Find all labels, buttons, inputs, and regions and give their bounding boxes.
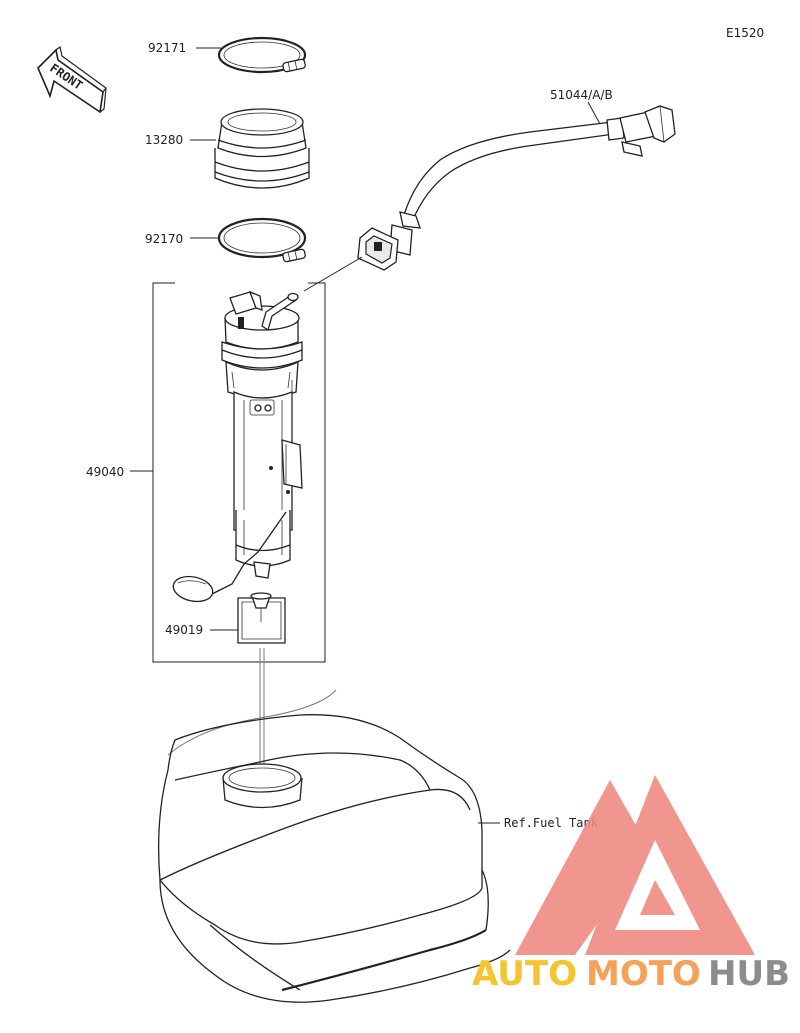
leader-51044 bbox=[587, 101, 601, 125]
front-arrow-icon: FRONT bbox=[37, 45, 107, 114]
watermark-auto: AUTO bbox=[472, 954, 577, 994]
label-13280: 13280 bbox=[145, 133, 183, 147]
label-92171: 92171 bbox=[148, 41, 186, 55]
label-92170: 92170 bbox=[145, 232, 183, 246]
grommet bbox=[214, 108, 310, 189]
diagram-code: E1520 bbox=[726, 26, 764, 40]
clamp-lower bbox=[217, 217, 307, 263]
fuel-pump bbox=[172, 290, 303, 603]
fuel-filter bbox=[237, 592, 286, 644]
fuel-tank bbox=[157, 689, 511, 1003]
label-49040: 49040 bbox=[86, 465, 124, 479]
label-fuel-tank: Ref.Fuel Tank bbox=[504, 816, 599, 830]
bracket-49040 bbox=[152, 282, 326, 663]
watermark-brand: AUTO MOTO HUB bbox=[472, 954, 790, 994]
label-49019: 49019 bbox=[165, 623, 203, 637]
fuel-hose bbox=[357, 105, 676, 271]
clamp-upper bbox=[217, 36, 307, 74]
watermark-hub: HUB bbox=[708, 954, 790, 994]
watermark-logo-icon bbox=[515, 775, 755, 955]
label-51044: 51044/A/B bbox=[550, 88, 613, 102]
watermark-moto: MOTO bbox=[586, 954, 701, 994]
